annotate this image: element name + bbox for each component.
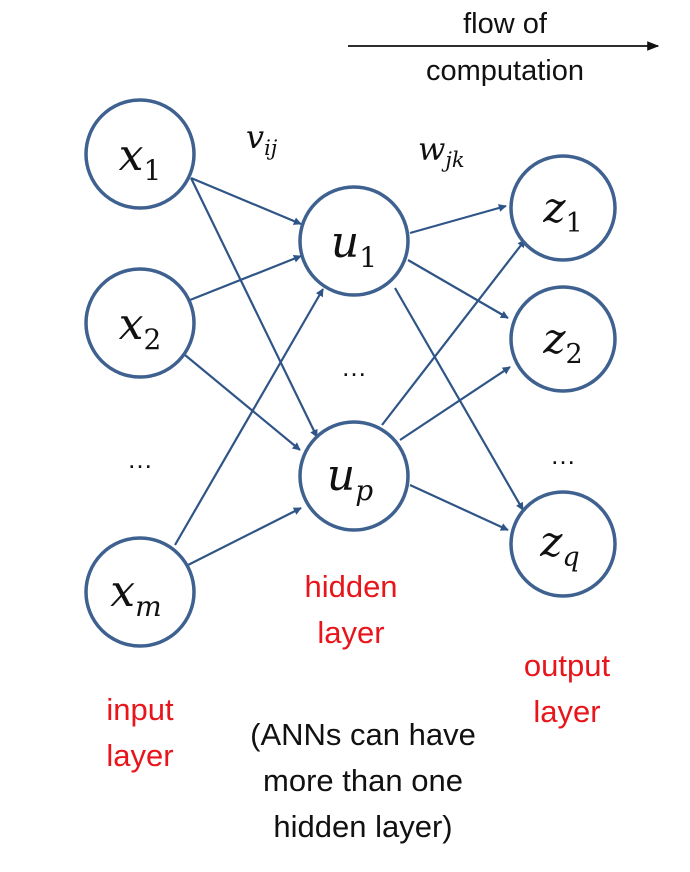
svg-text:u1: u1: [331, 217, 377, 274]
edge-x1-up: [190, 177, 318, 438]
edge-u1-zq: [394, 287, 524, 511]
input-node-x1: x1: [84, 98, 196, 210]
input-node-x2: x2: [84, 267, 196, 379]
note-line1: (ANNs can have: [250, 717, 476, 752]
edge-x2-u1: [189, 254, 302, 302]
svg-text:up: up: [327, 450, 373, 507]
svg-text:x1: x1: [119, 130, 162, 187]
input-node-xm: xm: [84, 536, 196, 648]
note-line2: more than one: [263, 763, 463, 798]
flow-label-line1: flow of: [463, 8, 548, 40]
edge-up-z1: [381, 239, 526, 426]
output-node-z2: z2: [509, 285, 617, 393]
svg-text:x2: x2: [119, 299, 162, 356]
hidden-ellipsis: …: [341, 352, 367, 382]
output-node-z1: z1: [509, 154, 617, 262]
edge-xm-u1: [174, 288, 324, 546]
edge-up-zq: [409, 484, 509, 531]
flow-label-line2: computation: [426, 55, 584, 87]
edges-input-hidden: [174, 176, 324, 566]
output-node-zq: zq: [509, 490, 617, 598]
svg-text:xm: xm: [110, 566, 161, 623]
edge-u1-z1: [409, 204, 507, 235]
edge-x2-up: [184, 354, 301, 451]
input-ellipsis: …: [127, 444, 153, 474]
input-layer-label-line1: input: [106, 692, 174, 727]
weight-label-w: wjk: [418, 130, 465, 172]
edge-x1-u1: [190, 176, 302, 226]
svg-text:zq: zq: [539, 517, 579, 573]
hidden-node-u1: u1: [298, 185, 410, 297]
hidden-layer-label-line1: hidden: [304, 569, 397, 604]
output-layer-label-line1: output: [524, 648, 611, 683]
note-line3: hidden layer): [273, 809, 452, 844]
hidden-node-up: up: [298, 420, 410, 532]
edges-hidden-output: [381, 204, 526, 531]
weight-label-v: vij: [246, 118, 278, 160]
edge-up-z2: [399, 366, 511, 441]
input-layer-label-line2: layer: [106, 738, 173, 773]
output-ellipsis: …: [550, 440, 576, 470]
output-layer-label-line2: layer: [533, 694, 600, 729]
svg-text:z2: z2: [542, 314, 582, 370]
svg-text:z1: z1: [542, 183, 582, 239]
edge-u1-z2: [407, 259, 509, 319]
edge-xm-up: [187, 507, 302, 566]
hidden-layer-label-line2: layer: [317, 615, 384, 650]
